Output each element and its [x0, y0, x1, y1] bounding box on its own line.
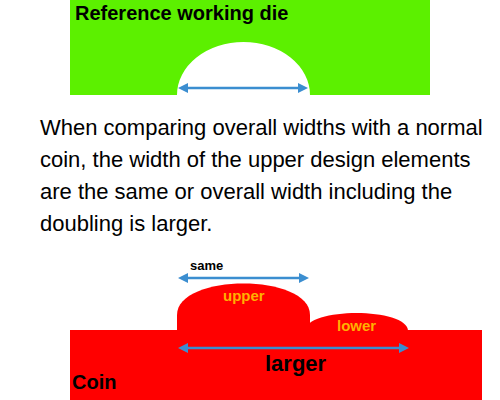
working-die: Reference working die — [70, 0, 430, 95]
arrow-shaft — [184, 87, 302, 90]
upper-label-box: upper — [177, 287, 310, 309]
lower-label-box: lower — [305, 317, 408, 337]
arrow-head — [298, 83, 308, 93]
larger-label: larger — [265, 351, 326, 376]
arrow-shaft — [184, 347, 403, 350]
arrow-shaft — [184, 277, 303, 280]
shape-label: lower — [337, 317, 376, 334]
arrow-head — [399, 343, 409, 353]
shape-label: upper — [223, 287, 265, 304]
arrow-head — [178, 343, 188, 353]
shape-label: Coin — [72, 371, 116, 394]
same-label: same — [190, 258, 223, 274]
upper-element — [177, 284, 310, 332]
explanation-text: When comparing overall widths with a nor… — [40, 112, 488, 240]
arrow-head — [178, 273, 188, 283]
arrow-head — [178, 83, 188, 93]
shape-label: Reference working die — [75, 2, 288, 25]
coin-body: Coin upper lower — [70, 255, 482, 400]
coin-body-outline — [70, 255, 482, 400]
arrow-head — [299, 273, 309, 283]
die-body — [70, 0, 430, 95]
same-width-arrow — [178, 273, 309, 283]
die-width-arrow — [178, 83, 308, 93]
coin-field — [70, 330, 482, 400]
